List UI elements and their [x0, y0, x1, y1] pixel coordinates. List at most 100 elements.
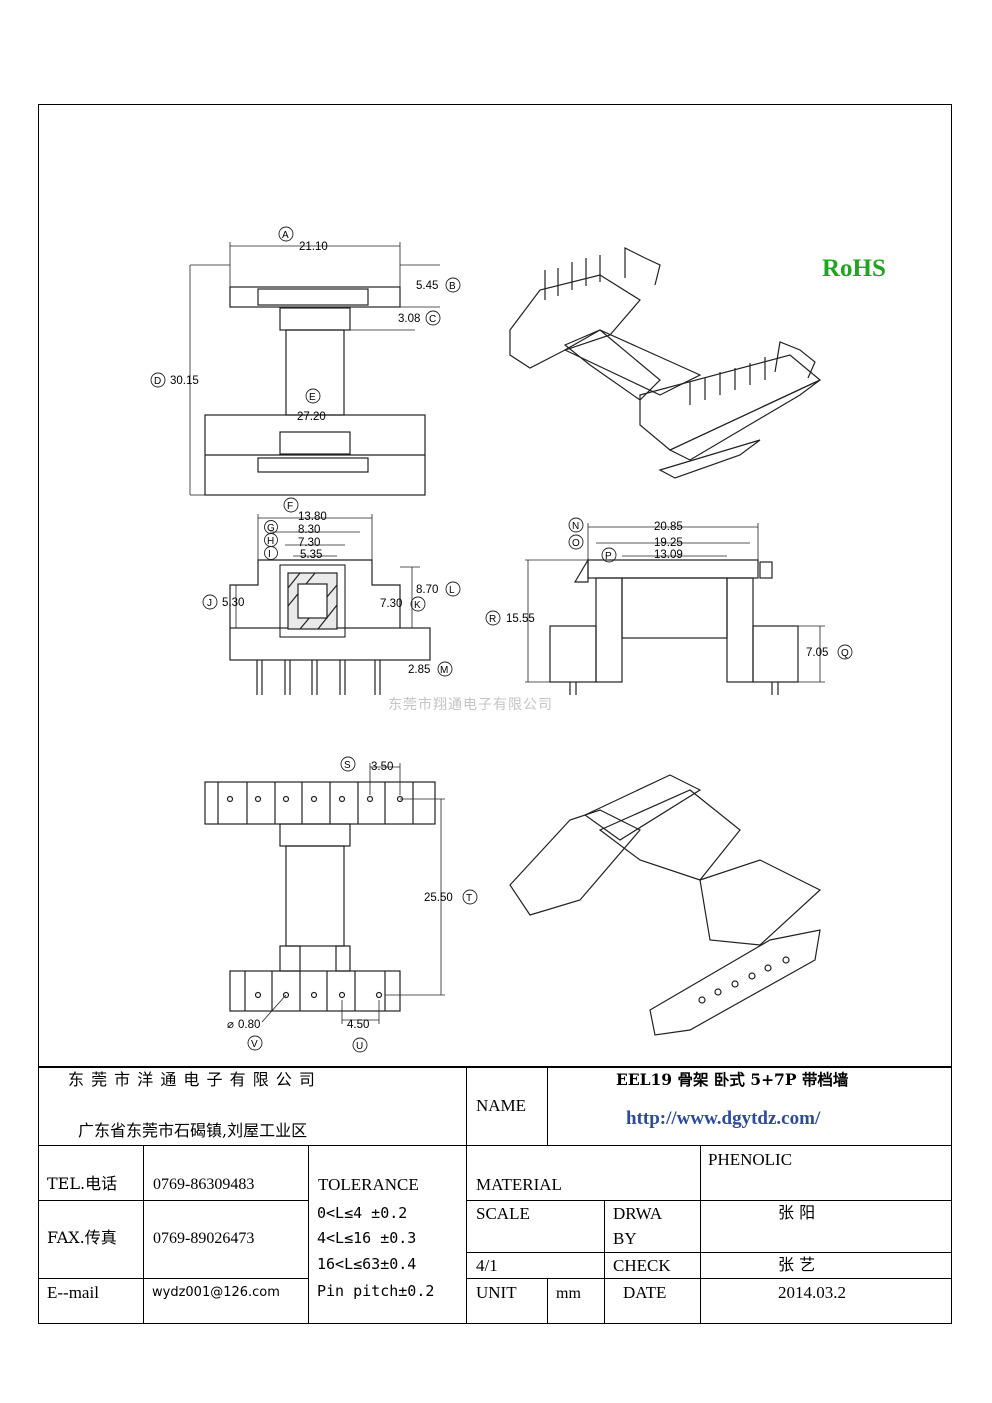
title-block-line-h5 [38, 1278, 308, 1279]
dim-l-value: 8.70 [416, 584, 438, 596]
svg-text:R: R [489, 614, 496, 625]
company-address: 广东省东莞市石碣镇,刘屋工业区 [78, 1121, 308, 1140]
svg-text:L: L [449, 585, 455, 596]
title-block-line-v5 [700, 1145, 701, 1324]
checked-by-value: 张 艺 [778, 1255, 816, 1274]
dim-b-value: 5.45 [416, 280, 438, 292]
top-view-dimensions [189, 242, 440, 496]
tolerance-row-4: Pin pitch±0.2 [317, 1282, 435, 1300]
svg-text:E: E [309, 392, 316, 403]
dim-e-value: 27.20 [297, 411, 326, 423]
title-block-line-v4 [308, 1145, 309, 1324]
front-section-view [229, 559, 431, 695]
dim-i-value: 5.35 [300, 549, 322, 561]
isometric-view-top [509, 247, 822, 479]
title-block-line-h2 [38, 1145, 952, 1146]
product-name: EEL19 骨架 卧式 5+7P 带档墙 [616, 1070, 849, 1089]
dim-g-value: 8.30 [298, 524, 320, 536]
svg-text:D: D [154, 376, 161, 387]
dim-u-value: 4.50 [347, 1019, 369, 1031]
svg-text:V: V [251, 1039, 258, 1050]
email-value[interactable]: wydz001@126.com [152, 1285, 280, 1300]
top-view-labels: A 21.10 5.45 B 3.08 C D 30.15 E 27.20 [150, 226, 461, 423]
dim-s-value: 3.50 [371, 761, 393, 773]
watermark-text: 东莞市翔通电子有限公司 [388, 696, 553, 713]
dim-j-value: 5.30 [222, 597, 244, 609]
check-label: CHECK [613, 1256, 671, 1275]
isometric-view-bottom [509, 774, 822, 1036]
svg-text:F: F [287, 501, 293, 512]
email-label: E--mail [47, 1283, 99, 1302]
svg-text:U: U [356, 1041, 363, 1052]
svg-text:K: K [414, 600, 421, 611]
svg-text:M: M [440, 665, 448, 676]
date-value: 2014.03.2 [778, 1283, 846, 1302]
dim-p-value: 13.09 [654, 549, 683, 561]
company-name: 东 莞 市 洋 通 电 子 有 限 公 司 [68, 1070, 316, 1089]
dim-o-value: 19.25 [654, 537, 683, 549]
dim-v-prefix: ⌀ [227, 1019, 234, 1031]
drawn-by-label-1: DRWA [613, 1204, 663, 1223]
top-flange-slot [257, 288, 369, 306]
company-website-link[interactable]: http://www.dgytdz.com/ [626, 1108, 821, 1129]
name-label: NAME [476, 1096, 527, 1115]
dim-k-value: 7.30 [380, 598, 402, 610]
front-section-labels: F 13.80 G 8.30 H 7.30 I 5.35 J 5.30 8.70… [202, 497, 461, 677]
drawing-sheet-border [38, 104, 952, 1324]
tolerance-row-3: 16<L≤63±0.4 [317, 1255, 417, 1273]
material-value: PHENOLIC [708, 1150, 793, 1169]
title-block-top-line [38, 1066, 952, 1068]
drawn-by-value: 张 阳 [778, 1203, 816, 1222]
bottom-view-labels: S 3.50 25.50 T ⌀ 0.80 V 4.50 U [227, 756, 478, 1053]
material-label: MATERIAL [476, 1175, 562, 1194]
fax-value: 0769-89026473 [153, 1230, 255, 1247]
svg-text:C: C [429, 314, 436, 325]
title-block-line-h3 [38, 1200, 308, 1201]
side-view [549, 557, 799, 695]
title-block-line-v6 [604, 1200, 605, 1324]
bottom-view [204, 781, 436, 1012]
top-view [204, 286, 426, 496]
title-block-line-v2 [547, 1066, 548, 1145]
svg-text:B: B [449, 281, 456, 292]
tolerance-row-2: 4<L≤16 ±0.3 [317, 1229, 417, 1247]
svg-text:O: O [572, 538, 580, 549]
side-view-labels: N 20.85 O 19.25 P 13.09 R 15.55 7.05 Q [485, 517, 853, 660]
dim-d-value: 30.15 [170, 375, 199, 387]
top-flange-outline [229, 286, 401, 308]
svg-text:S: S [344, 760, 351, 771]
side-view-dims [525, 523, 825, 683]
dim-n-value: 20.85 [654, 521, 683, 533]
svg-text:H: H [267, 536, 274, 547]
top-collar [279, 307, 351, 331]
svg-text:N: N [572, 521, 579, 532]
tolerance-row-1: 0<L≤4 ±0.2 [317, 1204, 408, 1222]
dim-m-value: 2.85 [408, 664, 430, 676]
title-block-line-h3b [466, 1200, 952, 1201]
svg-text:A: A [282, 230, 289, 241]
dim-r-value: 15.55 [506, 613, 535, 625]
scale-label: SCALE [476, 1204, 530, 1223]
dim-a-value: 21.10 [299, 241, 328, 253]
svg-text:G: G [267, 523, 275, 534]
dim-h-value: 7.30 [298, 537, 320, 549]
date-label: DATE [623, 1283, 667, 1302]
dim-v-value: 0.80 [238, 1019, 260, 1031]
rohs-logo: RoHS [822, 255, 886, 282]
title-block-line-h5b [466, 1278, 952, 1279]
title-block-line-h4 [466, 1252, 952, 1253]
unit-value: mm [556, 1285, 581, 1302]
dim-f-value: 13.80 [298, 511, 327, 523]
front-section-dims [235, 514, 430, 661]
drawn-by-label-2: BY [613, 1229, 637, 1248]
bottom-view-dims [261, 763, 445, 1024]
scale-value: 4/1 [476, 1256, 498, 1275]
svg-text:T: T [466, 893, 472, 904]
tolerance-label: TOLERANCE [318, 1175, 419, 1194]
title-block-line-v3 [143, 1145, 144, 1324]
dim-t-value: 25.50 [424, 892, 453, 904]
tel-label: TEL.电话 [47, 1174, 118, 1193]
svg-text:P: P [605, 551, 612, 562]
tel-value: 0769-86309483 [153, 1176, 255, 1193]
